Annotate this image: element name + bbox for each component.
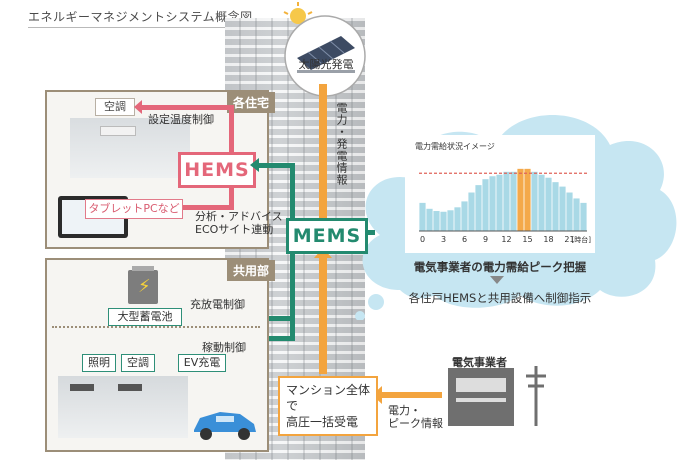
down-arrow-icon xyxy=(490,276,504,284)
chart-bar xyxy=(475,185,482,231)
chart-bar xyxy=(482,179,489,231)
mems-box: MEMS xyxy=(286,218,368,254)
temp-control-label: 設定温度制御 xyxy=(148,113,214,126)
chart-bar xyxy=(468,192,475,231)
chart-bar xyxy=(573,198,580,231)
instruction-text: 各住戸HEMSと共用設備へ制御指示 xyxy=(408,291,592,305)
chart-bar xyxy=(426,208,433,231)
demand-chart: 0 3 6 9 12 15 18 21[時台] xyxy=(419,168,592,244)
chart-bar xyxy=(552,182,559,231)
shared-tag: 共用部 xyxy=(227,260,276,281)
x-tick-label: 9 xyxy=(483,235,488,244)
x-tick-label: 21 xyxy=(564,235,574,244)
chart-bar xyxy=(503,171,510,231)
x-unit-label: [時台] xyxy=(572,235,592,244)
solar-circle xyxy=(284,15,366,97)
x-tick-label: 15 xyxy=(522,235,532,244)
chart-title: 電力需給状況イメージ xyxy=(415,142,495,151)
divider xyxy=(52,326,260,328)
aircon-icon xyxy=(100,126,136,136)
utility-info-1: 電力・ xyxy=(388,404,421,417)
flow-arrow-up xyxy=(319,256,327,374)
chart-bar xyxy=(559,186,566,231)
utility-info-2: ピーク情報 xyxy=(388,417,443,430)
charge-control-label: 充放電制御 xyxy=(190,298,245,311)
chart-bar xyxy=(566,192,573,231)
operation-control-label: 稼動制御 xyxy=(202,341,246,354)
power-company-icon xyxy=(448,366,546,426)
page-title: エネルギーマネジメントシステム概念図 xyxy=(28,8,253,28)
utility-label: 電気事業者 xyxy=(452,356,507,369)
chart-bar xyxy=(538,174,545,231)
chart-bar xyxy=(433,211,440,231)
ev-car-icon xyxy=(194,412,256,440)
chart-bar xyxy=(496,174,503,231)
chart-bar xyxy=(489,176,496,231)
x-tick-label: 3 xyxy=(441,235,446,244)
home-aircon: 空調 xyxy=(95,98,135,116)
chart-bar xyxy=(440,211,447,231)
lighting-label: 照明 xyxy=(82,354,116,372)
battery-icon: ⚡ xyxy=(128,266,158,304)
lobby-illustration xyxy=(58,376,188,438)
chart-bar xyxy=(461,201,468,231)
chart-bar xyxy=(454,207,461,231)
x-tick-label: 18 xyxy=(543,235,553,244)
peak-text: 電気事業者の電力需給ピーク把握 xyxy=(413,260,587,274)
receiving-box: マンション全体で 高圧一括受電 xyxy=(278,376,378,436)
chart-bar xyxy=(419,202,426,231)
sun-icon xyxy=(283,2,313,24)
chart-bar xyxy=(517,168,524,231)
chart-panel: 電力需給状況イメージ 0 3 6 9 12 15 18 21[時台] xyxy=(405,135,595,253)
x-tick-label: 0 xyxy=(420,235,425,244)
ev-label: EV充電 xyxy=(178,354,226,372)
eco-label: ECOサイト連動 xyxy=(195,223,274,236)
hems-box: HEMS xyxy=(178,152,256,188)
x-tick-label: 12 xyxy=(501,235,511,244)
tablet-label: タブレットPCなど xyxy=(85,199,183,219)
chart-bar xyxy=(524,168,531,231)
flow-arrow-down xyxy=(319,84,327,220)
chart-bar xyxy=(580,202,587,231)
battery-label: 大型蓄電池 xyxy=(108,308,182,326)
chart-bar xyxy=(531,171,538,231)
chart-bar xyxy=(545,177,552,231)
chart-bar xyxy=(447,210,454,231)
solar-label: 太陽光発電 xyxy=(298,58,354,71)
shared-aircon-label: 空調 xyxy=(121,354,155,372)
x-tick-label: 6 xyxy=(462,235,467,244)
flow-vertical-label: 電力・発電情報 xyxy=(335,102,348,186)
chart-bar xyxy=(510,171,517,231)
home-tag: 各住宅 xyxy=(227,92,276,113)
utility-arrow xyxy=(382,392,442,398)
analysis-label: 分析・アドバイス xyxy=(195,210,283,223)
